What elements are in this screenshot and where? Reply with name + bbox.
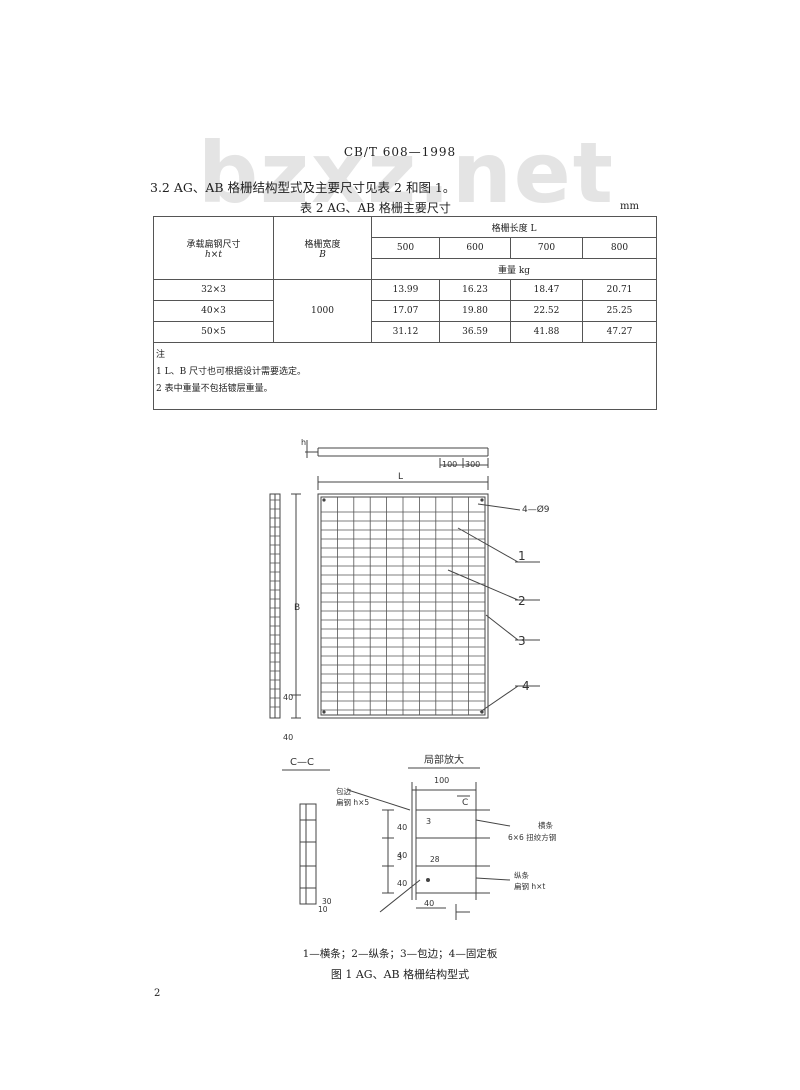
- header-length: 格栅长度 L: [370, 216, 658, 238]
- callout-4: 4: [522, 679, 530, 693]
- callout-3: 3: [518, 634, 526, 648]
- width-value: 1000: [273, 279, 372, 343]
- svg-text:纵条: 纵条: [514, 870, 529, 880]
- svg-text:扁钢 h×t: 扁钢 h×t: [514, 881, 545, 891]
- table-row: 50×5 31.12 36.59 41.88 47.27: [153, 321, 658, 343]
- svg-text:40: 40: [397, 879, 407, 888]
- length-700: 700: [510, 237, 583, 259]
- table-caption: 表 2 AG、AB 格栅主要尺寸: [300, 201, 451, 215]
- table-row: 32×3 1000 13.99 16.23 18.47 20.71: [153, 279, 658, 343]
- svg-text:100: 100: [434, 776, 449, 785]
- callout-1: 1: [518, 549, 526, 563]
- figure-legend: 1—横条；2—纵条；3—包边；4—固定板: [302, 948, 498, 960]
- watermark: bzxz.net: [198, 124, 615, 222]
- svg-text:3: 3: [426, 817, 431, 826]
- dim-B: B: [294, 603, 300, 613]
- length-600: 600: [439, 237, 511, 259]
- header-weight: 重量 kg: [370, 258, 658, 280]
- section-cc-label: C—C: [290, 757, 314, 768]
- table-row: 40×3 17.07 19.80 22.52 25.25: [153, 300, 658, 322]
- dim-300: 300: [465, 460, 480, 469]
- dim-100: 100: [442, 460, 457, 469]
- svg-text:40: 40: [397, 823, 407, 832]
- svg-text:C: C: [462, 798, 468, 808]
- svg-text:28: 28: [430, 855, 440, 864]
- svg-text:横条: 横条: [538, 820, 553, 830]
- section-heading: 3.2 AG、AB 格栅结构型式及主要尺寸见表 2 和图 1。: [150, 180, 456, 195]
- svg-text:包边: 包边: [336, 786, 351, 796]
- svg-text:30: 30: [322, 897, 332, 906]
- figure-title: 图 1 AG、AB 格栅结构型式: [330, 968, 470, 981]
- dim-40-side: 40: [283, 693, 293, 702]
- dim-h: h: [301, 438, 306, 447]
- callout-2: 2: [518, 594, 526, 608]
- dimension-table: 承载扁钢尺寸 h×t 格栅宽度 B 格栅长度 L 500 600 700 800…: [152, 216, 658, 410]
- table-unit: mm: [620, 201, 639, 212]
- svg-text:6×6 扭绞方钢: 6×6 扭绞方钢: [508, 832, 556, 842]
- document-code: CB/T 608—1998: [343, 145, 457, 159]
- dim-L: L: [398, 472, 403, 482]
- svg-text:3: 3: [397, 853, 402, 862]
- svg-text:40: 40: [424, 899, 434, 908]
- header-bearing: 承载扁钢尺寸 h×t: [153, 216, 274, 280]
- table-notes: 注 1 L、B 尺寸也可根据设计需要选定。 2 表中重量不包括镀层重量。: [152, 342, 658, 410]
- svg-text:扁钢 h×5: 扁钢 h×5: [336, 797, 369, 807]
- holes-label: 4—Ø9: [522, 504, 550, 515]
- detail-label: 局部放大: [424, 753, 464, 766]
- grating-drawing: h 100 300 L 4—Ø9 B 40 40 1 2 3 4 C—C 局部放…: [269, 438, 556, 920]
- page-number: 2: [154, 988, 161, 999]
- svg-text:40: 40: [397, 851, 407, 860]
- header-width: 格栅宽度 B: [273, 216, 372, 280]
- length-800: 800: [581, 237, 658, 259]
- dim-40-bottom: 40: [283, 733, 293, 742]
- svg-text:10: 10: [318, 905, 328, 914]
- length-500: 500: [371, 237, 440, 259]
